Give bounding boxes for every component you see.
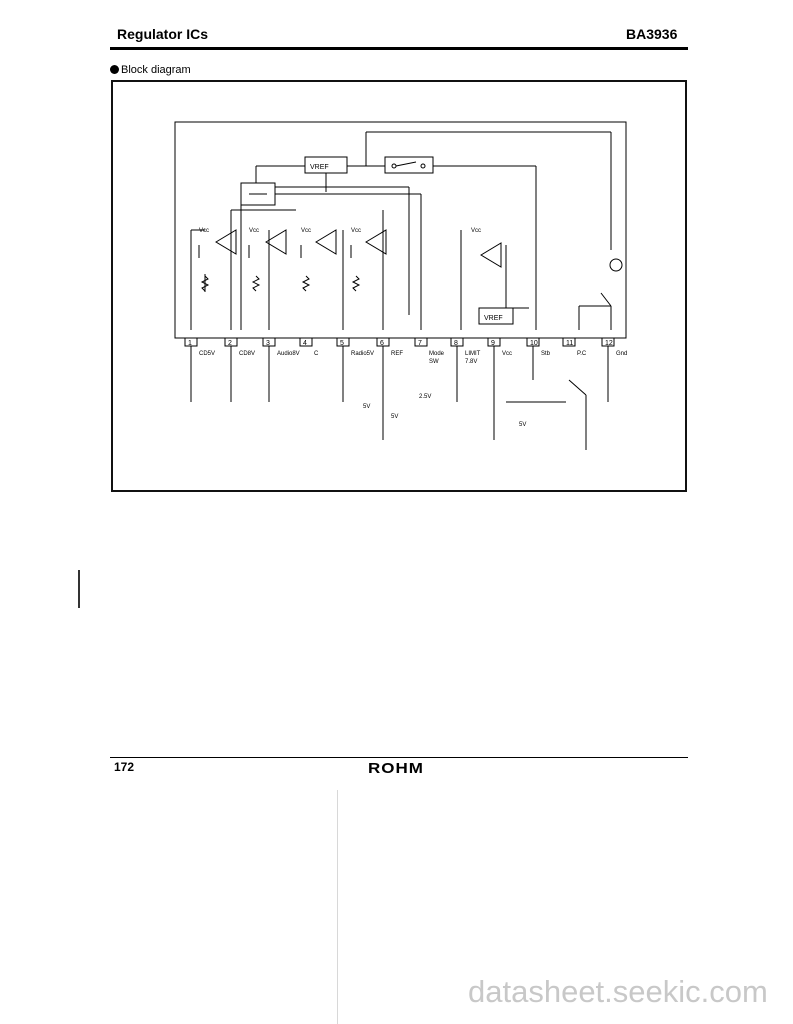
scan-artifact — [337, 790, 338, 1024]
pin-name: Gnd — [616, 351, 627, 357]
pin-name: Audio8V — [277, 351, 300, 357]
regulator-channel — [230, 209, 296, 330]
pin-6-box — [376, 337, 390, 347]
mode-switch-block — [384, 156, 434, 174]
pin-name: LIMIT — [465, 351, 481, 357]
pin-name: Stb — [541, 351, 551, 357]
pin-name: CD8V — [239, 351, 255, 357]
pin-number: 12 — [605, 340, 613, 347]
pin-12-box — [601, 337, 615, 347]
pin-number: 7 — [418, 340, 422, 347]
header-rule — [110, 47, 688, 50]
section-label-text: Block diagram — [121, 64, 191, 76]
pin-10-box — [526, 337, 540, 347]
ref-voltage-label: 5V — [363, 404, 370, 410]
pin-number: 10 — [530, 340, 538, 347]
pin-4-box — [299, 337, 313, 347]
vcc-label: Vcc — [471, 228, 481, 234]
pin-name: Mode — [429, 351, 445, 357]
pin-7-box — [414, 337, 428, 347]
pin-number: 4 — [303, 340, 307, 347]
mode-voltage-a-label: 5V — [391, 414, 398, 420]
scan-artifact — [78, 570, 80, 608]
pin-number: 5 — [340, 340, 344, 347]
regulator-channel — [268, 229, 337, 330]
pin-8-box — [450, 337, 464, 347]
vcc-label: Vcc — [249, 228, 259, 234]
pin-number: 11 — [566, 340, 573, 347]
brand-logo: ROHM — [368, 760, 424, 777]
pin-name: Vcc — [502, 351, 512, 357]
pin-number: 9 — [491, 340, 495, 347]
pin-number: 2 — [228, 340, 232, 347]
block-diagram: VREF VREF Vcc Vcc Vcc Vcc Vcc 5V 5V 2.5V… — [174, 121, 627, 450]
diagram-frame — [111, 80, 687, 492]
pin-9-box — [487, 337, 501, 347]
vcc-label: Vcc — [199, 228, 209, 234]
pin-name: CD5V — [199, 351, 215, 357]
pin-name: P.C — [577, 351, 587, 357]
footer-rule — [110, 757, 688, 758]
header-title: Regulator ICs — [117, 26, 209, 42]
limit-regulator — [460, 230, 529, 330]
vcc-label: Vcc — [351, 228, 361, 234]
pin-name: C — [314, 351, 319, 357]
pin-number: 6 — [380, 340, 384, 347]
vcc-label: Vcc — [301, 228, 311, 234]
pin-5-box — [336, 337, 350, 347]
pin-name: SW — [429, 359, 439, 365]
regulator-channel — [190, 205, 242, 330]
pin-1-box — [184, 337, 198, 347]
section-label: Block diagram — [110, 64, 191, 76]
bullet-icon — [110, 65, 119, 74]
pin-number: 8 — [454, 340, 458, 347]
stb-voltage-label: 5V — [519, 422, 526, 428]
current-source-icon — [609, 258, 623, 272]
watermark: datasheet.seekic.com — [468, 974, 768, 1009]
vref-top-label: VREF — [310, 164, 329, 171]
mode-voltage-b-label: 2.5V — [419, 394, 431, 400]
pin-name: REF — [391, 351, 403, 357]
pin-name: Radio5V — [351, 351, 374, 357]
regulator-channel — [342, 210, 387, 330]
ic-outline — [174, 121, 627, 339]
page-number: 172 — [114, 760, 135, 774]
pin-2-box — [224, 337, 238, 347]
pin-11-box — [562, 337, 576, 347]
vref-right-label: VREF — [484, 315, 503, 322]
pin-number: 3 — [266, 340, 270, 347]
pin-3-box — [262, 337, 276, 347]
pin-number: 1 — [188, 340, 192, 347]
pin-name: 7.8V — [465, 359, 477, 365]
vref-right-block — [478, 307, 514, 325]
header-part-number: BA3936 — [626, 26, 678, 42]
